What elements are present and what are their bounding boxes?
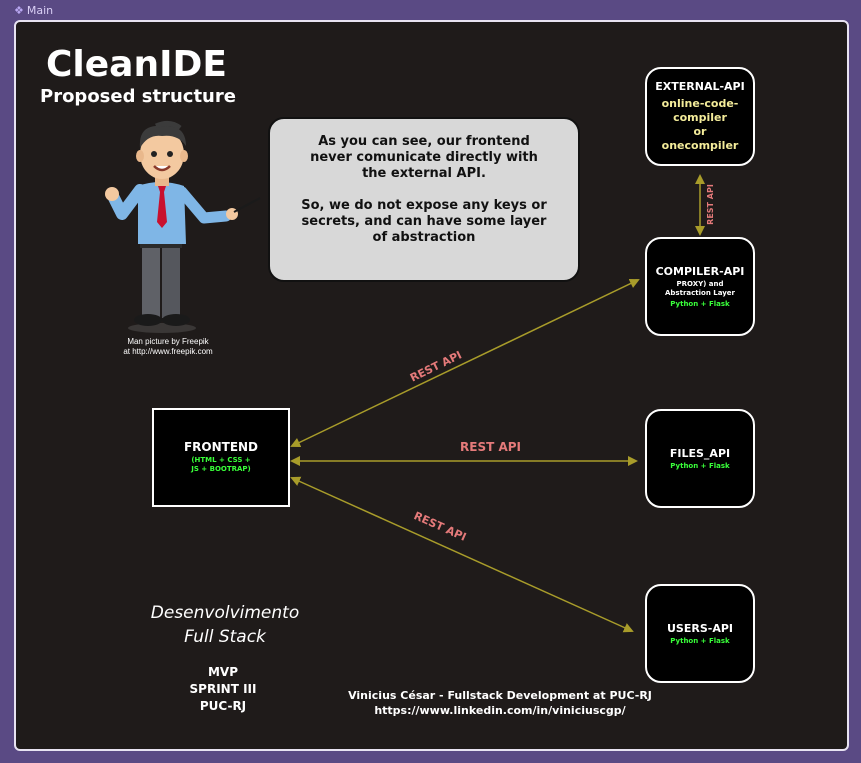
speech-paragraph-2: So, we do not expose any keys or secrets… bbox=[301, 198, 547, 245]
users-api-name: USERS-API bbox=[667, 622, 733, 635]
credit-line-1: Man picture by Freepik bbox=[127, 337, 209, 346]
rest-label-files: REST API bbox=[460, 440, 521, 454]
presenter-illustration bbox=[105, 120, 261, 333]
files-api-tech: Python + Flask bbox=[670, 462, 730, 470]
diagram-subtitle: Proposed structure bbox=[40, 86, 236, 107]
author-footer: Vinicius César - Fullstack Development a… bbox=[320, 688, 680, 718]
mvp-line-3: PUC-RJ bbox=[199, 699, 247, 713]
course-title-line-1: Desenvolvimento bbox=[150, 603, 300, 623]
diagram-title: CleanIDE bbox=[46, 44, 227, 85]
frontend-node[interactable]: FRONTEND (HTML + CSS + JS + BOOTRAP) bbox=[152, 408, 290, 507]
external-api-node[interactable]: EXTERNAL-API online-code- compiler or on… bbox=[645, 67, 755, 166]
mvp-line-2: SPRINT III bbox=[189, 682, 257, 696]
frontend-tech-1: (HTML + CSS + bbox=[191, 456, 251, 464]
arrow-frontend-compiler bbox=[290, 278, 640, 448]
compiler-api-desc-2: Abstraction Layer bbox=[665, 289, 735, 297]
linkedin-link[interactable]: https://www.linkedin.com/in/viniciuscgp/ bbox=[374, 704, 626, 717]
compiler-api-name: COMPILER-API bbox=[655, 265, 745, 278]
frame-label-text: Main bbox=[26, 4, 54, 17]
compiler-api-node[interactable]: COMPILER-API PROXY) and Abstraction Laye… bbox=[645, 237, 755, 336]
credit-line-2: at http://www.freepik.com bbox=[123, 347, 213, 356]
frontend-name: FRONTEND bbox=[183, 440, 259, 454]
files-api-node[interactable]: FILES_API Python + Flask bbox=[645, 409, 755, 508]
speech-paragraph-1: As you can see, our frontend never comun… bbox=[310, 134, 538, 181]
frontend-tech-2: JS + BOOTRAP) bbox=[191, 465, 251, 473]
author-line: Vinicius César - Fullstack Development a… bbox=[348, 689, 652, 702]
files-api-name: FILES_API bbox=[669, 447, 731, 460]
compiler-api-tech: Python + Flask bbox=[670, 300, 730, 308]
external-api-line-2: compiler bbox=[673, 111, 727, 124]
external-api-name: EXTERNAL-API bbox=[655, 80, 745, 93]
external-api-line-1: online-code- bbox=[661, 97, 739, 110]
users-api-tech: Python + Flask bbox=[670, 637, 730, 645]
compiler-api-desc-1: PROXY) and bbox=[676, 280, 724, 288]
mvp-line-1: MVP bbox=[207, 665, 239, 679]
arrow-frontend-users bbox=[290, 476, 634, 633]
component-icon: ❖ bbox=[14, 4, 24, 17]
mvp-info: MVP SPRINT III PUC-RJ bbox=[158, 664, 288, 715]
image-credit: Man picture by Freepik at http://www.fre… bbox=[108, 337, 228, 357]
course-title: Desenvolvimento Full Stack bbox=[140, 601, 310, 649]
external-api-line-4: onecompiler bbox=[661, 139, 739, 152]
frame-label[interactable]: ❖Main bbox=[14, 4, 53, 17]
speech-bubble: As you can see, our frontend never comun… bbox=[268, 117, 580, 282]
rest-label-vertical: REST API bbox=[705, 184, 715, 225]
users-api-node[interactable]: USERS-API Python + Flask bbox=[645, 584, 755, 683]
course-title-line-2: Full Stack bbox=[184, 627, 266, 647]
external-api-line-3: or bbox=[693, 125, 707, 138]
